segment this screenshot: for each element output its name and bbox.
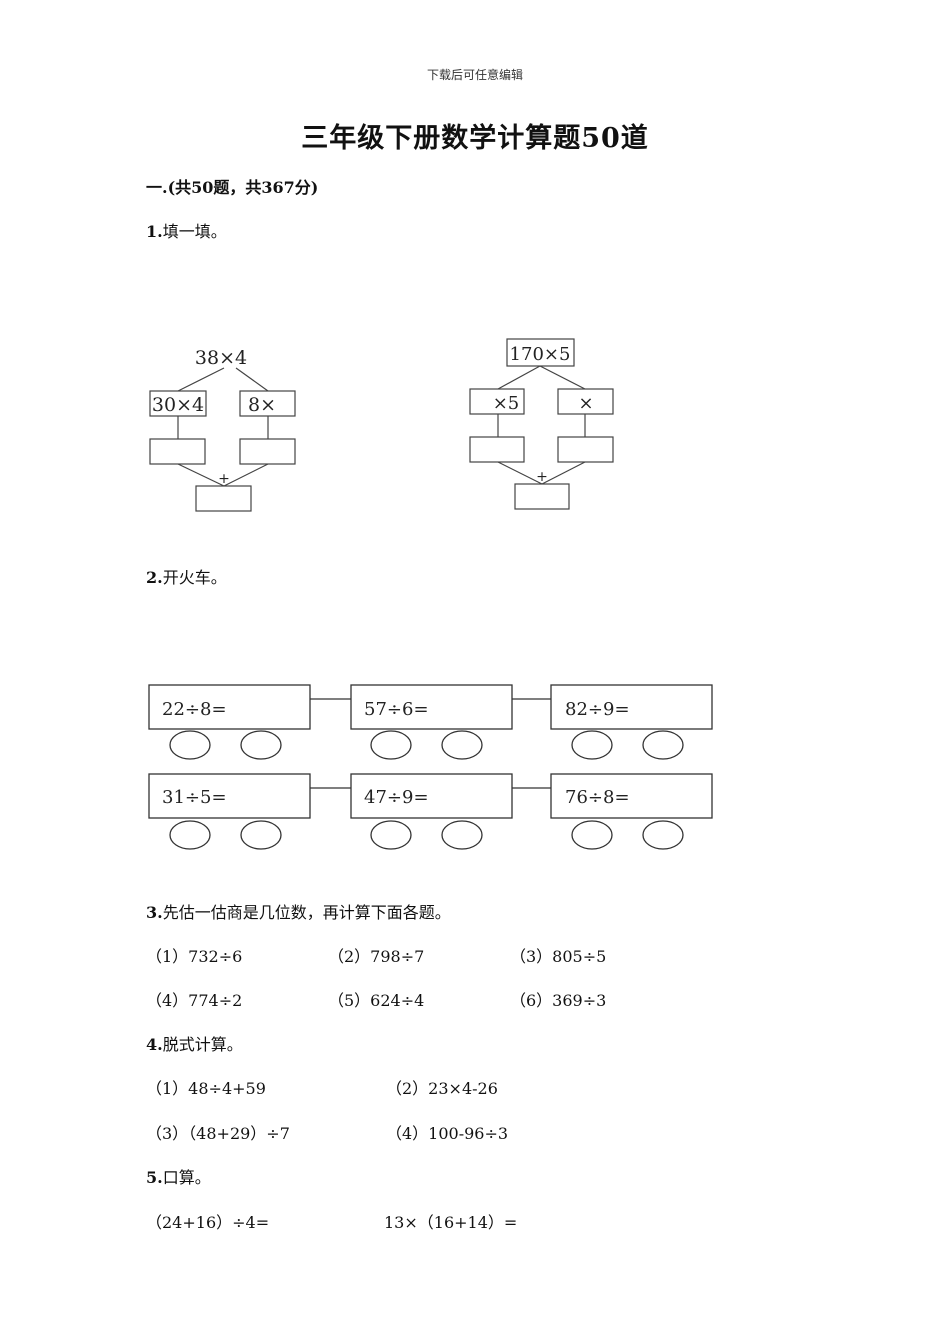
answer-box[interactable] xyxy=(195,485,252,512)
problem-item: （2）798÷7 xyxy=(328,947,425,966)
train-wheel xyxy=(571,730,613,760)
question-3: 3.先估一估商是几位数，再计算下面各题。 xyxy=(146,899,451,923)
section-heading: 一.(共50题，共367分) xyxy=(146,178,319,197)
train-expression: 82÷9= xyxy=(565,699,630,720)
tree-top-expression: 170×5 xyxy=(510,344,571,365)
train-wheel xyxy=(169,820,211,850)
train-wheel xyxy=(370,730,412,760)
train-wheel xyxy=(370,820,412,850)
header-note: 下载后可任意编辑 xyxy=(426,68,523,82)
train-wheel xyxy=(169,730,211,760)
problem-item: 13×（16+14）= xyxy=(384,1213,518,1232)
question-2: 2.开火车。 xyxy=(146,564,227,588)
question-number: 2. xyxy=(146,568,163,587)
train-wheel xyxy=(240,730,282,760)
question-text: 先估一估商是几位数，再计算下面各题。 xyxy=(162,903,451,922)
train-wheel xyxy=(642,820,684,850)
question-number: 1. xyxy=(146,222,163,241)
answer-box[interactable] xyxy=(557,436,614,463)
train-wheel xyxy=(571,820,613,850)
problem-item: （2）23×4-26 xyxy=(386,1079,498,1098)
train-car xyxy=(550,773,713,819)
train-wheel xyxy=(441,820,483,850)
tree-right-expression: × xyxy=(578,393,593,414)
tree-right-expression: 8× xyxy=(248,394,276,416)
question-number: 3. xyxy=(146,903,163,922)
problem-item: （4）100-96÷3 xyxy=(386,1124,509,1143)
question-text: 开火车。 xyxy=(162,568,227,587)
problem-item: （3）805÷5 xyxy=(510,947,607,966)
question-1: 1.填一填。 xyxy=(146,218,227,242)
answer-box[interactable] xyxy=(469,436,525,463)
train-wheel xyxy=(441,730,483,760)
train-expression: 31÷5= xyxy=(162,787,227,808)
train-car xyxy=(148,684,311,730)
train-car xyxy=(350,684,513,730)
train-expression: 47÷9= xyxy=(364,787,429,808)
train-wheel xyxy=(642,730,684,760)
problem-item: （3）（48+29）÷7 xyxy=(146,1124,290,1143)
tree-top-expression: 38×4 xyxy=(195,347,247,369)
train-car xyxy=(350,773,513,819)
train-expression: 76÷8= xyxy=(565,787,630,808)
answer-box[interactable] xyxy=(239,438,296,465)
train-car xyxy=(550,684,713,730)
question-text: 填一填。 xyxy=(162,222,227,241)
problem-item: （1）732÷6 xyxy=(146,947,243,966)
tree-left-expression: ×5 xyxy=(493,393,520,414)
train-expression: 22÷8= xyxy=(162,699,227,720)
problem-item: （5）624÷4 xyxy=(328,991,425,1010)
problem-item: （6）369÷3 xyxy=(510,991,607,1010)
page-title: 三年级下册数学计算题50道 xyxy=(301,123,649,154)
train-diagram: 22÷8= 57÷6= 82÷9= 31÷5= 47÷9= 76÷8= xyxy=(148,684,713,850)
decomposition-tree-right: 170×5 ×5 × + xyxy=(469,338,614,510)
decomposition-tree-left: 38×4 30×4 8× + xyxy=(149,347,296,512)
train-expression: 57÷6= xyxy=(364,699,429,720)
train-car xyxy=(148,773,311,819)
problem-item: （1）48÷4+59 xyxy=(146,1079,266,1098)
question-number: 4. xyxy=(146,1035,163,1054)
question-4: 4.脱式计算。 xyxy=(146,1031,243,1055)
train-wheel xyxy=(240,820,282,850)
problem-item: （4）774÷2 xyxy=(146,991,243,1010)
problem-item: （24+16）÷4= xyxy=(146,1213,270,1232)
question-text: 脱式计算。 xyxy=(162,1035,243,1054)
plus-sign: + xyxy=(218,471,230,487)
answer-box[interactable] xyxy=(514,483,570,510)
tree-left-expression: 30×4 xyxy=(152,394,204,416)
answer-box[interactable] xyxy=(149,438,206,465)
question-text: 口算。 xyxy=(162,1168,211,1187)
answer-box[interactable] xyxy=(469,388,525,415)
plus-sign: + xyxy=(536,469,548,485)
question-number: 5. xyxy=(146,1168,163,1187)
question-5: 5.口算。 xyxy=(146,1164,211,1188)
